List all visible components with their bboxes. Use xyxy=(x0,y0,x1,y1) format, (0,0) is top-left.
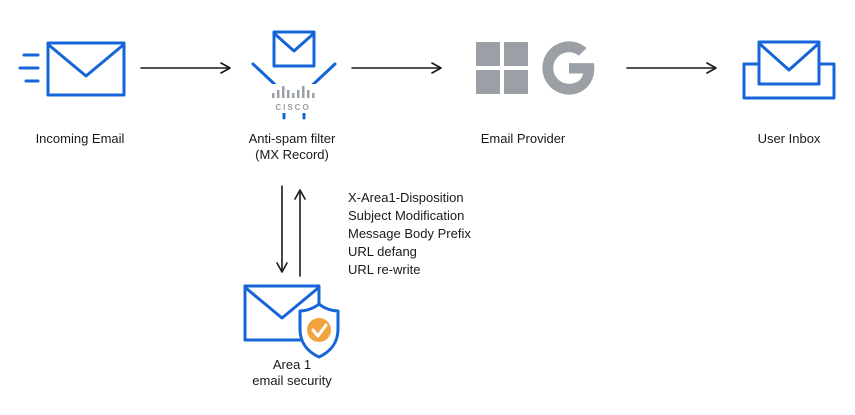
annotation-line: X-Area1-Disposition xyxy=(348,190,464,205)
user-inbox-icon xyxy=(742,40,836,100)
annotation-line: Subject Modification xyxy=(348,208,465,223)
antispam-filter-label: Anti-spam filter xyxy=(248,131,336,146)
email-provider-label: Email Provider xyxy=(480,131,566,146)
arrow-right-icon xyxy=(626,62,717,74)
microsoft-logo-icon xyxy=(476,42,528,94)
google-logo-icon xyxy=(542,41,595,95)
annotation-line: Message Body Prefix xyxy=(348,226,471,241)
area1-sublabel: email security xyxy=(252,373,332,388)
area1-label: Area 1 xyxy=(272,357,312,372)
cisco-brand-text: CISCO xyxy=(275,103,311,112)
area1-shield-envelope-icon xyxy=(243,284,340,359)
disposition-annotations: X-Area1-Disposition Subject Modification… xyxy=(348,189,471,279)
arrow-down-up-icon xyxy=(276,185,306,277)
annotation-line: URL re-write xyxy=(348,262,421,277)
arrow-right-icon xyxy=(351,62,442,74)
user-inbox-label: User Inbox xyxy=(757,131,821,146)
incoming-email-label: Incoming Email xyxy=(35,131,125,146)
incoming-email-icon xyxy=(18,41,126,97)
cisco-logo: CISCO xyxy=(264,84,322,113)
annotation-line: URL defang xyxy=(348,244,417,259)
antispam-filter-sublabel: (MX Record) xyxy=(255,147,329,162)
arrow-right-icon xyxy=(140,62,231,74)
cisco-bridge-icon xyxy=(272,86,315,98)
